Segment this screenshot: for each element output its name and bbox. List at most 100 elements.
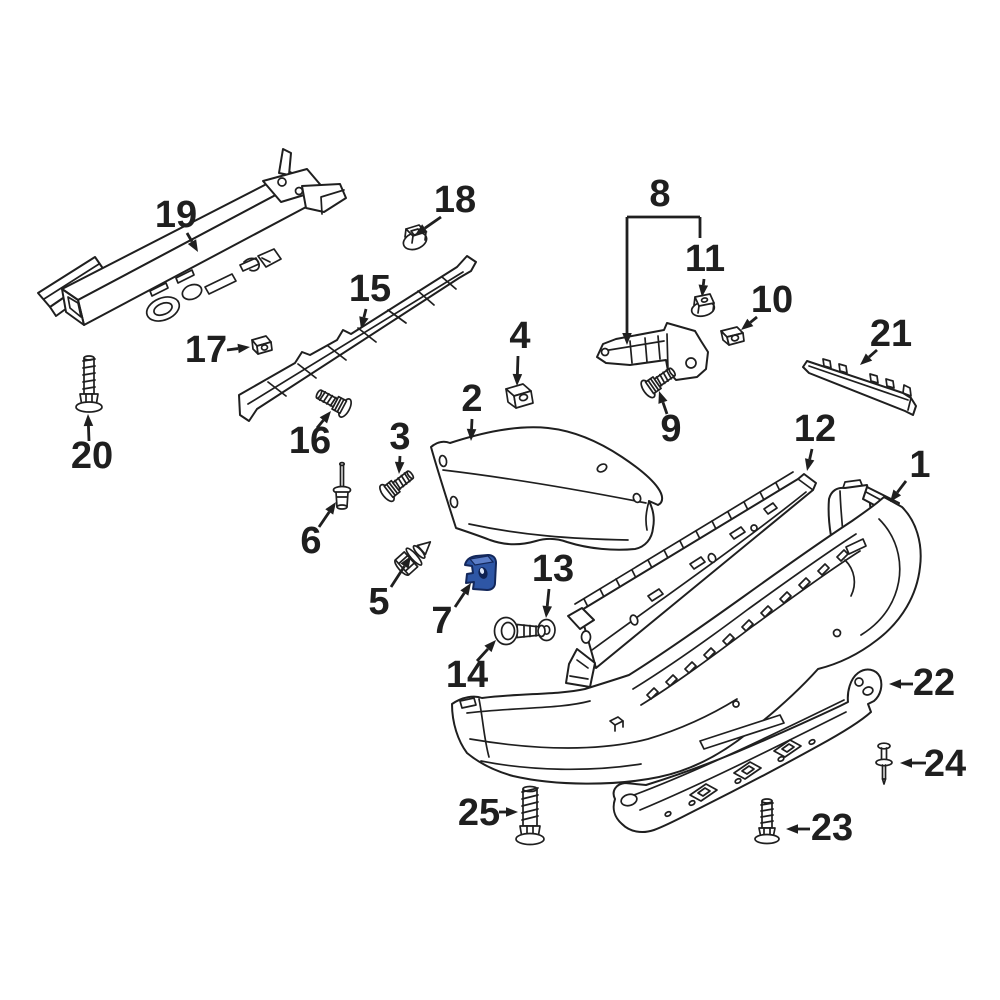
callout-13: 13 (532, 548, 574, 618)
callout-label-2: 2 (461, 378, 482, 420)
arrowhead (622, 333, 632, 345)
arrowhead (400, 556, 411, 569)
callout-6: 6 (300, 502, 336, 562)
callout-14: 14 (446, 640, 496, 696)
side-bracket-drawing (596, 322, 709, 381)
arrowhead (359, 316, 369, 329)
arrowhead (786, 824, 798, 834)
absorber-clip-drawing (251, 335, 273, 355)
callouts-layer: 1234567891011121314151617181920212223242… (71, 173, 966, 849)
callout-8: 8 (622, 173, 702, 345)
callout-12: 12 (794, 408, 836, 471)
leader-line (475, 647, 489, 662)
leader-line (545, 588, 551, 607)
arrowhead (860, 353, 873, 365)
arrowhead (506, 807, 518, 817)
callout-label-7: 7 (431, 600, 452, 642)
leader-line (424, 215, 442, 230)
callout-25: 25 (458, 792, 518, 834)
callout-2: 2 (461, 378, 483, 441)
cover-bolt-drawing (376, 464, 419, 505)
leader-line (661, 401, 669, 415)
callout-label-4: 4 (509, 315, 530, 357)
callout-21: 21 (860, 313, 912, 365)
callout-4: 4 (509, 315, 531, 386)
callout-label-14: 14 (446, 654, 488, 696)
callout-label-11: 11 (685, 238, 725, 280)
callout-label-18: 18 (434, 179, 476, 221)
arrowhead (698, 284, 709, 297)
leader-line (87, 425, 91, 442)
callout-19: 19 (155, 194, 198, 252)
callout-label-13: 13 (532, 548, 574, 590)
callout-label-17: 17 (185, 329, 227, 371)
arrowhead (460, 583, 471, 596)
callout-17: 17 (185, 329, 250, 371)
callout-24: 24 (900, 743, 966, 785)
valance-bolt-drawing (754, 798, 780, 845)
valance-pin-drawing (875, 742, 893, 785)
leader-line (896, 480, 908, 494)
callout-label-12: 12 (794, 408, 836, 450)
callout-18: 18 (415, 179, 476, 235)
arrowhead (415, 224, 428, 235)
arrowhead (542, 605, 553, 618)
leader-line (868, 348, 878, 359)
arrowhead (512, 373, 523, 386)
side-cover-clip-drawing (505, 383, 534, 409)
valance-panel-drawing (612, 668, 883, 833)
arrowhead (804, 458, 815, 471)
callout-9: 9 (658, 391, 682, 450)
impact-bar-drawing (37, 148, 347, 326)
arrowhead (889, 679, 901, 689)
leader-line (808, 448, 814, 460)
push-clip-drawing (394, 541, 432, 576)
callout-label-24: 24 (924, 743, 966, 785)
callout-label-3: 3 (389, 416, 410, 458)
callout-22: 22 (889, 662, 955, 704)
arrowhead (187, 239, 198, 252)
leader-line (453, 592, 466, 608)
arrowhead (83, 414, 94, 427)
bracket-clip-drawing (720, 326, 745, 346)
callout-label-6: 6 (300, 520, 321, 562)
callout-3: 3 (389, 416, 411, 474)
callout-23: 23 (786, 807, 853, 849)
leader-line (389, 565, 406, 588)
impact-bar-bolt-drawing (75, 355, 103, 413)
leader-line (701, 278, 706, 286)
callout-20: 20 (71, 414, 113, 477)
callout-label-8: 8 (649, 173, 670, 215)
callout-label-19: 19 (155, 194, 197, 236)
callout-label-22: 22 (913, 662, 955, 704)
callout-label-25: 25 (458, 792, 500, 834)
callout-5: 5 (368, 556, 411, 623)
energy-absorber-drawing (238, 255, 477, 422)
callout-label-10: 10 (751, 279, 793, 321)
arrowhead (484, 640, 496, 653)
side-cover-drawing (430, 426, 664, 551)
pin-rivet-drawing (332, 461, 352, 510)
leader-line (516, 355, 520, 375)
valance-screw-drawing (515, 785, 545, 846)
arrowhead (325, 502, 336, 515)
arrowhead (319, 411, 331, 424)
callout-label-1: 1 (909, 444, 930, 486)
bracket-nut-drawing (690, 293, 716, 318)
callout-label-21: 21 (870, 313, 912, 355)
callout-1: 1 (890, 444, 931, 502)
callout-16: 16 (289, 411, 331, 462)
bumper-reinforcement-drawing (565, 471, 817, 688)
callout-label-15: 15 (349, 268, 391, 310)
callout-label-20: 20 (71, 435, 113, 477)
arrowhead (741, 318, 754, 330)
callout-label-9: 9 (660, 408, 681, 450)
arrowhead (466, 428, 477, 441)
leader-line (749, 315, 758, 324)
leader-line (185, 232, 194, 243)
callout-label-23: 23 (811, 807, 853, 849)
callout-label-16: 16 (289, 420, 331, 462)
callout-15: 15 (349, 268, 391, 329)
